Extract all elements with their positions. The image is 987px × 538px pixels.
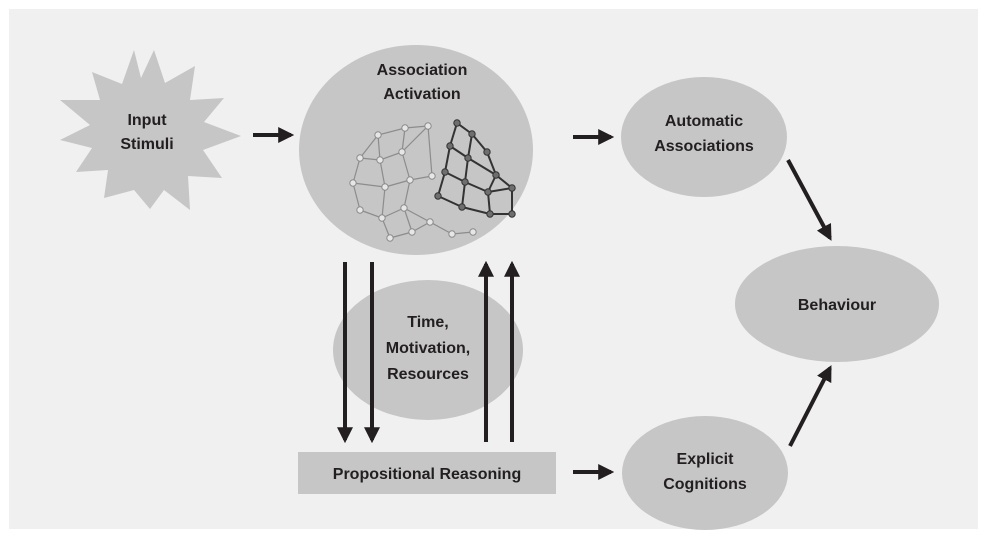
network-edge-dark xyxy=(486,151,497,176)
network-edge-light xyxy=(401,127,406,153)
network-edge-light xyxy=(401,151,411,181)
network-node-light xyxy=(401,124,409,132)
network-edge-light xyxy=(352,157,361,184)
arrow-explicit-to-behaviour xyxy=(788,365,832,447)
network-edge-light xyxy=(352,182,386,188)
network-edge-light xyxy=(381,186,386,219)
network-edge-dark xyxy=(437,195,463,208)
moderators-line1: Time, xyxy=(407,314,449,331)
moderators-line3: Resources xyxy=(387,366,469,383)
network-node-light xyxy=(356,206,364,214)
network-node-dark xyxy=(446,142,454,150)
network-edge-dark xyxy=(461,181,466,208)
network-node-light xyxy=(469,228,477,236)
automatic-associations-line2: Associations xyxy=(654,138,754,155)
network-node-dark xyxy=(458,203,466,211)
network-edge-light xyxy=(381,207,405,219)
network-node-light xyxy=(426,218,434,226)
network-edge-light xyxy=(377,134,381,161)
network-edge-light xyxy=(429,221,453,235)
network-edge-dark xyxy=(437,171,446,197)
network-edge-light xyxy=(359,209,383,219)
network-edge-light xyxy=(409,175,433,181)
network-node-dark xyxy=(508,210,516,218)
network-node-dark xyxy=(483,148,491,156)
network-edge-light xyxy=(352,182,361,211)
network-edge-dark xyxy=(444,145,451,173)
automatic-associations-line1: Automatic xyxy=(665,113,743,130)
association-activation-line2: Activation xyxy=(383,86,460,103)
network-edge-light xyxy=(384,179,411,188)
network-node-light xyxy=(408,228,416,236)
network-node-dark xyxy=(434,192,442,200)
network-node-dark xyxy=(484,188,492,196)
explicit-cognitions-line2: Cognitions xyxy=(663,476,747,493)
network-node-light xyxy=(406,176,414,184)
propositional-reasoning-box xyxy=(298,452,556,494)
network-node-dark xyxy=(441,168,449,176)
network-node-light xyxy=(424,122,432,130)
moderators-line2: Motivation, xyxy=(386,340,470,357)
network-edge-dark xyxy=(487,187,513,193)
network-edge-light xyxy=(389,231,413,239)
association-activation-node: Association Activation xyxy=(299,45,533,255)
network-node-dark xyxy=(468,130,476,138)
automatic-associations-ellipse xyxy=(621,77,787,197)
network-edge-dark xyxy=(461,206,491,215)
association-activation-line1: Association xyxy=(377,62,468,79)
propositional-reasoning-label: Propositional Reasoning xyxy=(333,466,521,483)
network-edge-light xyxy=(404,125,429,129)
explicit-cognitions-node: Explicit Cognitions xyxy=(622,416,788,530)
network-node-dark xyxy=(464,154,472,162)
network-node-dark xyxy=(461,178,469,186)
network-edge-light xyxy=(377,127,406,136)
network-edge-light xyxy=(403,207,413,233)
network-edge-dark xyxy=(464,181,489,193)
starburst-shape xyxy=(60,50,241,210)
network-edge-light xyxy=(379,151,403,161)
arrow-automatic-to-behaviour xyxy=(786,159,832,241)
behaviour-node: Behaviour xyxy=(735,246,939,362)
propositional-reasoning-node: Propositional Reasoning xyxy=(298,452,556,494)
explicit-cognitions-ellipse xyxy=(622,416,788,530)
network-node-light xyxy=(400,204,408,212)
input-stimuli-line1: Input xyxy=(127,112,167,129)
network-edge-dark xyxy=(467,133,473,159)
network-node-light xyxy=(428,172,436,180)
network-edge-light xyxy=(403,207,431,223)
network-edge-light xyxy=(427,125,433,177)
automatic-associations-node: Automatic Associations xyxy=(621,77,787,197)
network-edge-light xyxy=(379,159,386,188)
behaviour-label: Behaviour xyxy=(798,297,876,314)
network-node-light xyxy=(386,234,394,242)
network-node-light xyxy=(448,230,456,238)
input-stimuli-node: Input Stimuli xyxy=(60,50,241,210)
behaviour-ellipse xyxy=(735,246,939,362)
network-edge-dark xyxy=(444,171,466,183)
network-node-light xyxy=(356,154,364,162)
network-node-light xyxy=(381,183,389,191)
neural-network-icon xyxy=(349,119,516,242)
network-edge-light xyxy=(359,134,379,159)
network-edge-dark xyxy=(449,122,458,147)
network-edge-light xyxy=(401,125,429,153)
network-edge-dark xyxy=(467,157,497,176)
explicit-cognitions-line1: Explicit xyxy=(677,451,735,468)
network-node-dark xyxy=(508,184,516,192)
network-node-dark xyxy=(486,210,494,218)
network-node-light xyxy=(378,214,386,222)
network-edge-dark xyxy=(471,133,488,153)
input-stimuli-line2: Stimuli xyxy=(120,136,173,153)
network-node-light xyxy=(398,148,406,156)
moderators-node: Time, Motivation, Resources xyxy=(333,280,523,420)
moderators-ellipse xyxy=(333,280,523,420)
network-edge-dark xyxy=(464,157,469,183)
network-node-dark xyxy=(492,171,500,179)
network-node-light xyxy=(349,179,357,187)
network-node-light xyxy=(374,131,382,139)
network-node-dark xyxy=(453,119,461,127)
network-node-light xyxy=(376,156,384,164)
network-edge-light xyxy=(403,179,411,209)
